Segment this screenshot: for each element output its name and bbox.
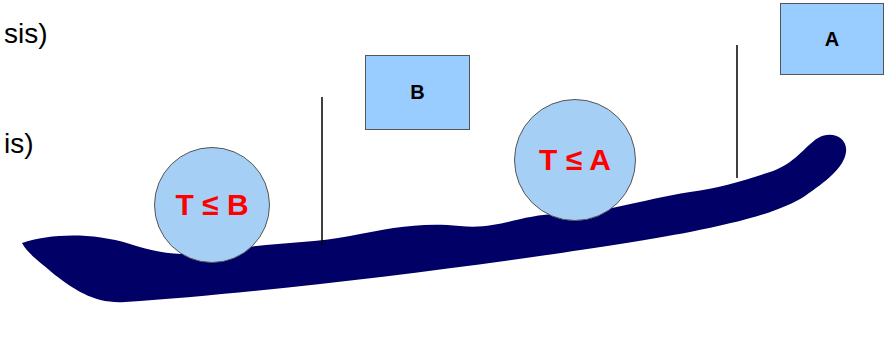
condition-text: T ≤ A bbox=[539, 143, 611, 177]
ball-circle: T ≤ B bbox=[154, 147, 270, 263]
cropped-text: sis) bbox=[4, 18, 48, 50]
circle-fill bbox=[155, 148, 270, 263]
condition-text: T ≤ B bbox=[175, 188, 248, 222]
cropped-text: is) bbox=[4, 128, 34, 160]
flag-box: B bbox=[365, 55, 470, 130]
circle-fill bbox=[515, 100, 636, 221]
ground-shape bbox=[22, 135, 846, 302]
flag-letter: A bbox=[825, 28, 839, 51]
flag-box: A bbox=[780, 3, 884, 75]
flag-pole bbox=[321, 97, 323, 245]
flag-letter: B bbox=[410, 81, 424, 104]
ball-circle: T ≤ A bbox=[514, 99, 636, 221]
flag-pole bbox=[736, 45, 738, 178]
